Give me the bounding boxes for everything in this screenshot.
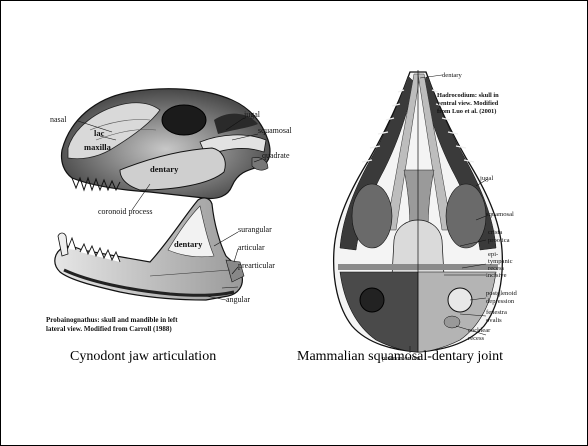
label-cochlear: cochlear bbox=[468, 327, 491, 334]
left-source-line-1: Probainognathus: skull and mandible in l… bbox=[46, 316, 178, 324]
right-source-line-3: from Luo et al. (2001) bbox=[437, 108, 496, 116]
label-jugal: jugal bbox=[243, 110, 261, 119]
label-prearticular: prearticular bbox=[238, 261, 275, 270]
label-squamosal-right: squamosal bbox=[486, 211, 514, 218]
right-source-line-1: Hadrocodium: skull in bbox=[437, 92, 499, 100]
label-quadrate: quadrate bbox=[262, 151, 290, 160]
label-crista-prootica: prootica bbox=[488, 237, 510, 244]
label-dentary-skull: dentary bbox=[150, 164, 179, 174]
label-epi: epi- bbox=[488, 251, 498, 258]
caption-mammalian: Mammalian squamosal-dentary joint bbox=[297, 349, 503, 365]
label-epitympanic: tympanic bbox=[488, 258, 513, 265]
label-surangular: surangular bbox=[238, 225, 272, 234]
label-postglenoid: postglenoid bbox=[486, 290, 517, 297]
label-coronoid-process: coronoid process bbox=[98, 207, 152, 216]
label-recess: recess bbox=[488, 265, 505, 272]
label-dentary-right: dentary bbox=[442, 72, 462, 79]
label-crista: crista bbox=[488, 229, 502, 236]
label-jugal-right: jugal bbox=[479, 175, 493, 182]
label-incisive: incisive bbox=[486, 272, 507, 279]
caption-cynodont: Cynodont jaw articulation bbox=[70, 349, 216, 365]
label-nasal: nasal bbox=[50, 115, 67, 124]
label-depression: depression bbox=[486, 298, 515, 305]
label-maxilla: maxilla bbox=[84, 142, 112, 152]
label-ovalis: ovalis bbox=[486, 317, 502, 324]
label-fenestra: fenestra bbox=[486, 309, 507, 316]
label-squamosal: squamosal bbox=[258, 126, 293, 135]
label-articular: articular bbox=[238, 243, 265, 252]
label-lac: lac bbox=[94, 128, 105, 138]
label-angular: angular bbox=[226, 295, 250, 304]
left-source-line-2: lateral view. Modified from Carroll (198… bbox=[46, 325, 172, 333]
label-cochlear-recess: recess bbox=[468, 335, 485, 342]
right-source-line-2: ventral view. Modified bbox=[437, 100, 498, 108]
label-dentary-mandible: dentary bbox=[174, 239, 203, 249]
